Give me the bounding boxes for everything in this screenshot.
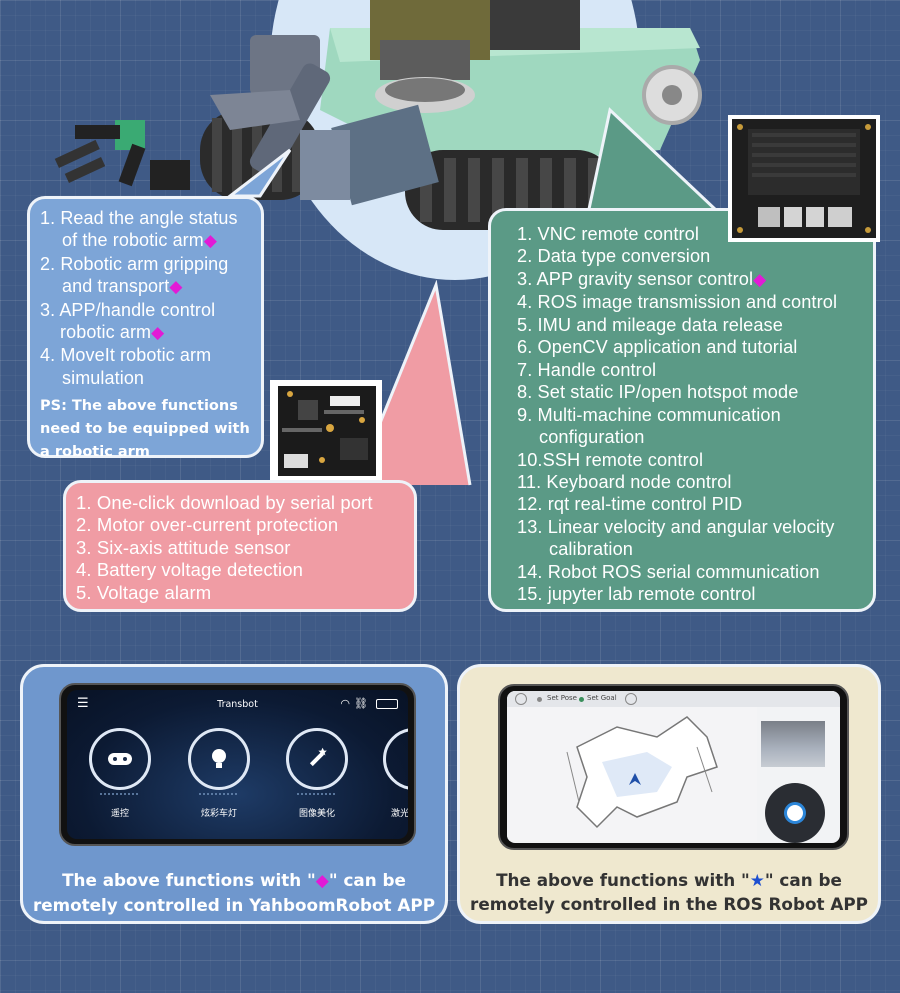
settings-icon[interactable]	[625, 693, 637, 705]
driver-feature: 2. Motor over-current protection	[76, 514, 339, 536]
driver-callout-pointer	[353, 280, 472, 486]
app-title: Transbot	[217, 699, 258, 710]
jetson-features-panel: 1. VNC remote control 2. Data type conve…	[488, 208, 876, 612]
jetson-feature: 14. Robot ROS serial communication	[517, 561, 820, 582]
jetson-feature: 10.SSH remote control	[517, 449, 704, 470]
lidar-button[interactable]	[383, 728, 408, 790]
yahboom-app-card: ☰ Transbot ◠ ⛓ 遥控 炫彩车灯 图像美化 激光	[20, 664, 448, 924]
diamond-icon: ◆	[315, 871, 329, 891]
jetson-feature: 6. OpenCV application and tutorial	[517, 337, 798, 358]
jetson-feature: 15. jupyter lab remote control	[517, 584, 756, 605]
jetson-feature: 13. Linear velocity and angular velocity…	[517, 516, 835, 560]
driver-board-features-panel: 1. One-click download by serial port 2. …	[63, 480, 417, 612]
jetson-feature: 2. Data type conversion	[517, 246, 711, 267]
jetson-feature: 11. Keyboard node control	[517, 471, 732, 492]
map-view[interactable]	[507, 707, 757, 841]
driver-feature: 4. Battery voltage detection	[76, 559, 303, 581]
star-icon: ★	[749, 870, 765, 890]
diamond-icon: ◆	[169, 277, 183, 297]
bulb-icon	[212, 749, 226, 768]
diamond-icon: ◆	[203, 231, 218, 251]
driver-feature: 5. Voltage alarm	[76, 581, 212, 603]
ros-app-phone: Set Pose Set Goal	[498, 684, 849, 850]
lidar-label: 激光	[391, 809, 408, 819]
app-card-caption: The above functions with "◆" can be remo…	[32, 870, 436, 915]
radio-icon[interactable]	[579, 697, 584, 702]
jetson-feature: 1. VNC remote control	[517, 224, 700, 244]
link-icon[interactable]: ⛓	[354, 697, 368, 710]
camera-preview	[761, 721, 825, 767]
magic-wand-icon	[309, 747, 327, 767]
set-pose-button[interactable]: Set Pose	[547, 694, 577, 702]
rgb-light-button[interactable]	[188, 728, 250, 790]
jetson-feature: 5. IMU and mileage data release	[517, 314, 783, 335]
joystick-knob[interactable]	[784, 802, 806, 824]
gamepad-icon	[108, 753, 132, 765]
driver-board-image	[270, 380, 382, 482]
image-beautify-button[interactable]	[286, 728, 348, 790]
jetson-board-image	[728, 115, 880, 242]
set-goal-button[interactable]: Set Goal	[587, 694, 617, 702]
driver-feature: 3. Six-axis attitude sensor	[76, 536, 291, 558]
arm-panel-note: PS: The above functions need to be equip…	[40, 398, 250, 461]
jetson-feature: 12. rqt real-time control PID	[517, 494, 743, 515]
robot-car-illustration	[0, 0, 900, 260]
driver-feature: 1. One-click download by serial port	[76, 492, 373, 513]
wifi-icon[interactable]: ◠	[340, 697, 350, 710]
image-beautify-label: 图像美化	[298, 809, 335, 819]
yahboom-app-phone: ☰ Transbot ◠ ⛓ 遥控 炫彩车灯 图像美化 激光	[59, 683, 416, 846]
jetson-feature: 8. Set static IP/open hotspot mode	[517, 382, 799, 403]
diamond-icon: ◆	[151, 323, 165, 343]
radio-icon[interactable]	[537, 697, 542, 702]
rgb-light-label: 炫彩车灯	[200, 809, 237, 819]
joystick[interactable]	[765, 783, 825, 843]
ros-app-card: Set Pose Set Goal The above functions wi…	[457, 664, 881, 924]
battery-icon	[376, 699, 398, 709]
menu-icon[interactable]: ☰	[77, 696, 89, 711]
remote-control-label: 遥控	[110, 809, 129, 819]
jetson-feature: 3. APP gravity sensor control◆	[517, 268, 767, 289]
jetson-feature: 7. Handle control	[517, 359, 657, 380]
remote-control-button[interactable]	[89, 728, 151, 790]
back-icon[interactable]	[515, 693, 527, 705]
diamond-icon: ◆	[753, 269, 767, 289]
jetson-feature: 4. ROS image transmission and control	[517, 292, 838, 313]
ros-card-caption: The above functions with "★" can be remo…	[470, 870, 868, 914]
